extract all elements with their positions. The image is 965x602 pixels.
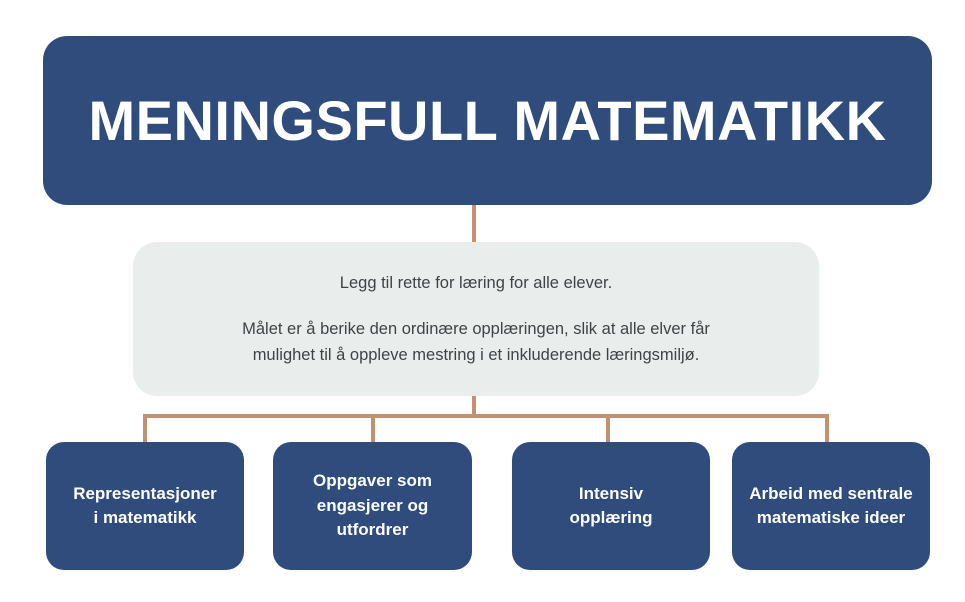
branch-label: Intensiv opplæring: [569, 483, 653, 528]
diagram-title: MENINGSFULL MATEMATIKK: [88, 89, 887, 152]
branch-box-oppgaver: Oppgaver som engasjerer og utfordrer: [273, 442, 472, 570]
description-box: Legg til rette for læring for alle eleve…: [133, 242, 819, 396]
branch-label: Oppgaver som engasjerer og utfordrer: [312, 471, 433, 540]
connector-description-to-branches: [472, 396, 476, 415]
connector-drop-3: [606, 414, 610, 442]
description-paragraph-2: Målet er å berike den ordinære opplæring…: [242, 320, 710, 364]
connector-horizontal-line: [144, 414, 828, 418]
branch-label: Arbeid med sentrale matematiske ideer: [749, 483, 913, 528]
description-paragraph-1: Legg til rette for læring for alle eleve…: [339, 274, 613, 292]
connector-drop-4: [825, 414, 829, 442]
title-box: MENINGSFULL MATEMATIKK: [43, 36, 932, 205]
connector-drop-2: [371, 414, 375, 442]
branch-box-arbeid: Arbeid med sentrale matematiske ideer: [732, 442, 930, 570]
branch-label: Representasjoner i matematikk: [73, 483, 217, 528]
branch-box-representasjoner: Representasjoner i matematikk: [46, 442, 244, 570]
connector-drop-1: [143, 414, 147, 442]
connector-title-to-description: [472, 205, 476, 242]
branch-box-intensiv: Intensiv opplæring: [512, 442, 710, 570]
